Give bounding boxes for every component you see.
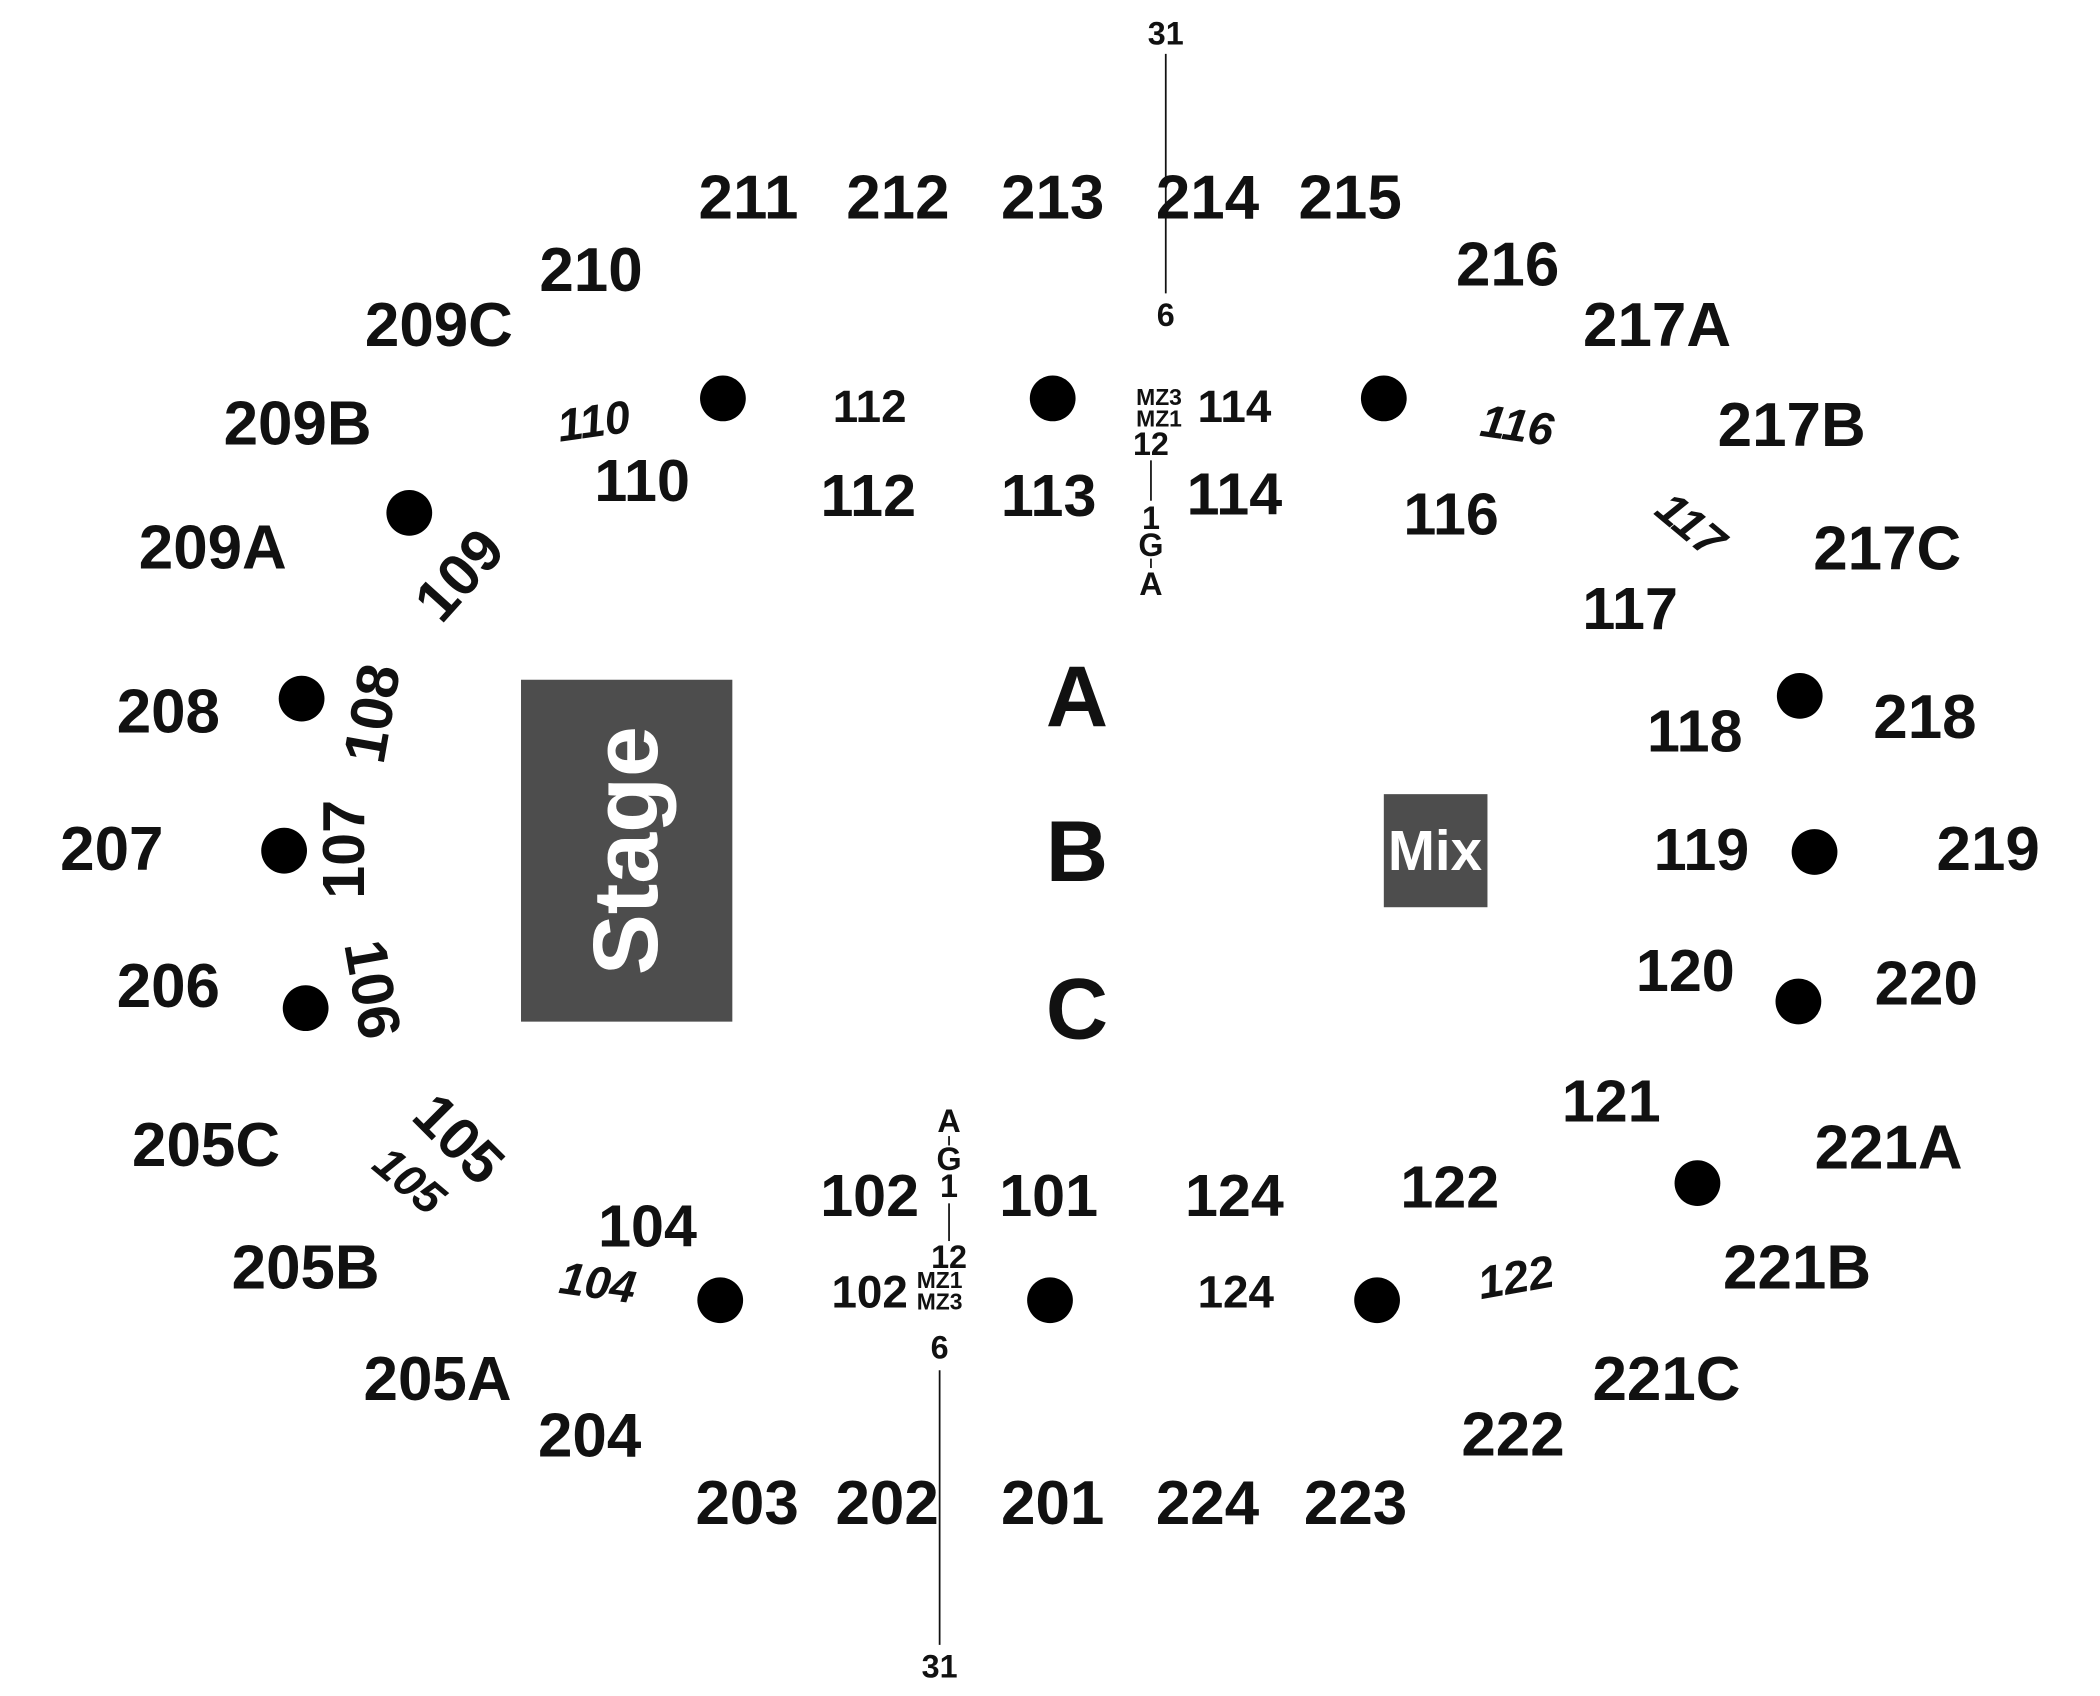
- wheelchair-icon[interactable]: [1027, 1277, 1073, 1324]
- section-116[interactable]: 116: [1403, 481, 1499, 548]
- wheelchair-icon[interactable]: [1029, 375, 1076, 422]
- wheelchair-icon[interactable]: [700, 375, 746, 422]
- bottom-aisle-row-a: A: [937, 1103, 960, 1139]
- section-206[interactable]: 206: [117, 952, 220, 1021]
- section-112[interactable]: 112: [821, 462, 917, 529]
- wheelchair-icon[interactable]: [261, 827, 307, 874]
- section-217a[interactable]: 217A: [1583, 291, 1731, 360]
- section-217c[interactable]: 217C: [1813, 515, 1961, 584]
- bottom-aisle-row-6: 6: [931, 1329, 949, 1365]
- section-219[interactable]: 219: [1937, 815, 2040, 884]
- section-221c[interactable]: 221C: [1592, 1345, 1740, 1414]
- section-104-secondary[interactable]: 104: [556, 1252, 639, 1313]
- bottom-aisle-row-31: 31: [922, 1648, 958, 1684]
- section-116-secondary[interactable]: 116: [1477, 395, 1557, 456]
- top-aisle-row-1: 1: [1142, 500, 1160, 536]
- top-aisle-mz3: MZ3: [1136, 384, 1182, 410]
- section-122-secondary[interactable]: 122: [1474, 1246, 1558, 1309]
- section-112-secondary[interactable]: 112: [833, 381, 907, 432]
- section-118[interactable]: 118: [1647, 697, 1743, 764]
- section-212[interactable]: 212: [846, 163, 949, 232]
- section-102-secondary[interactable]: 102: [831, 1267, 907, 1318]
- wheelchair-icon[interactable]: [1360, 375, 1407, 422]
- section-216[interactable]: 216: [1456, 231, 1559, 300]
- section-121[interactable]: 121: [1562, 1068, 1661, 1135]
- floor-section-c[interactable]: C: [1046, 962, 1108, 1058]
- section-124-secondary[interactable]: 124: [1198, 1267, 1275, 1318]
- section-113[interactable]: 113: [1001, 462, 1097, 529]
- section-202[interactable]: 202: [835, 1469, 938, 1538]
- section-117[interactable]: 117: [1582, 575, 1678, 642]
- stage[interactable]: [521, 679, 733, 1022]
- section-101[interactable]: 101: [999, 1162, 1098, 1229]
- section-104[interactable]: 104: [598, 1193, 697, 1260]
- section-114[interactable]: 114: [1187, 460, 1283, 527]
- top-aisle-mz1: MZ1: [1136, 406, 1182, 432]
- section-221b[interactable]: 221B: [1723, 1233, 1871, 1302]
- bottom-aisle-mz3: MZ3: [917, 1289, 963, 1315]
- wheelchair-icon[interactable]: [282, 985, 329, 1032]
- wheelchair-icon[interactable]: [386, 489, 433, 536]
- section-107[interactable]: 107: [310, 800, 377, 899]
- top-aisle-row-12: 12: [1133, 426, 1169, 462]
- section-119[interactable]: 119: [1654, 816, 1750, 883]
- section-223[interactable]: 223: [1304, 1469, 1407, 1538]
- section-110-secondary[interactable]: 110: [554, 391, 633, 452]
- section-106[interactable]: 106: [331, 935, 414, 1044]
- section-213[interactable]: 213: [1001, 163, 1104, 232]
- bottom-aisle-mz1: MZ1: [917, 1267, 963, 1293]
- section-209b[interactable]: 209B: [224, 390, 372, 459]
- section-218[interactable]: 218: [1873, 683, 1976, 752]
- section-220[interactable]: 220: [1875, 949, 1978, 1018]
- section-108[interactable]: 108: [330, 659, 413, 768]
- wheelchair-icon[interactable]: [1776, 673, 1823, 719]
- top-aisle-row-6: 6: [1157, 297, 1175, 333]
- bottom-aisle-row-1: 1: [940, 1168, 958, 1204]
- section-207[interactable]: 207: [60, 815, 163, 884]
- wheelchair-icon[interactable]: [1775, 978, 1822, 1025]
- section-201[interactable]: 201: [1001, 1469, 1104, 1538]
- section-110[interactable]: 110: [594, 447, 690, 514]
- section-209c[interactable]: 209C: [365, 291, 513, 360]
- section-102[interactable]: 102: [820, 1162, 919, 1229]
- section-210[interactable]: 210: [539, 236, 642, 305]
- section-117-secondary[interactable]: 117: [1646, 482, 1737, 570]
- section-114-secondary[interactable]: 114: [1198, 381, 1272, 432]
- section-120[interactable]: 120: [1636, 937, 1735, 1004]
- wheelchair-icon[interactable]: [278, 675, 325, 722]
- section-222[interactable]: 222: [1461, 1400, 1564, 1469]
- wheelchair-icon[interactable]: [1354, 1277, 1400, 1324]
- section-224[interactable]: 224: [1156, 1469, 1260, 1538]
- section-221a[interactable]: 221A: [1815, 1114, 1963, 1183]
- section-124[interactable]: 124: [1185, 1162, 1284, 1229]
- section-215[interactable]: 215: [1299, 163, 1402, 232]
- top-aisle-row-a: A: [1139, 566, 1162, 602]
- top-aisle-row-g: G: [1138, 527, 1163, 563]
- mix-position[interactable]: [1383, 794, 1488, 908]
- bottom-aisle-row-g: G: [936, 1141, 961, 1177]
- section-204[interactable]: 204: [538, 1402, 642, 1471]
- section-203[interactable]: 203: [695, 1469, 798, 1538]
- section-208[interactable]: 208: [117, 678, 220, 747]
- section-205c[interactable]: 205C: [132, 1111, 280, 1180]
- section-211[interactable]: 211: [699, 163, 799, 232]
- section-209a[interactable]: 209A: [139, 513, 287, 582]
- wheelchair-icon[interactable]: [697, 1277, 744, 1324]
- bottom-aisle-row-12: 12: [931, 1239, 967, 1275]
- wheelchair-icon[interactable]: [1791, 829, 1838, 875]
- section-122[interactable]: 122: [1400, 1154, 1499, 1221]
- stage-label: Stage: [575, 726, 677, 975]
- section-205a[interactable]: 205A: [364, 1345, 512, 1414]
- section-205b[interactable]: 205B: [232, 1233, 380, 1302]
- floor-section-b[interactable]: B: [1046, 804, 1108, 900]
- section-214[interactable]: 214: [1156, 163, 1260, 232]
- top-aisle-row-31: 31: [1148, 16, 1184, 52]
- floor-section-a[interactable]: A: [1046, 649, 1108, 745]
- wheelchair-icon[interactable]: [1674, 1160, 1721, 1207]
- mix-label: Mix: [1388, 819, 1483, 882]
- section-217b[interactable]: 217B: [1718, 391, 1866, 460]
